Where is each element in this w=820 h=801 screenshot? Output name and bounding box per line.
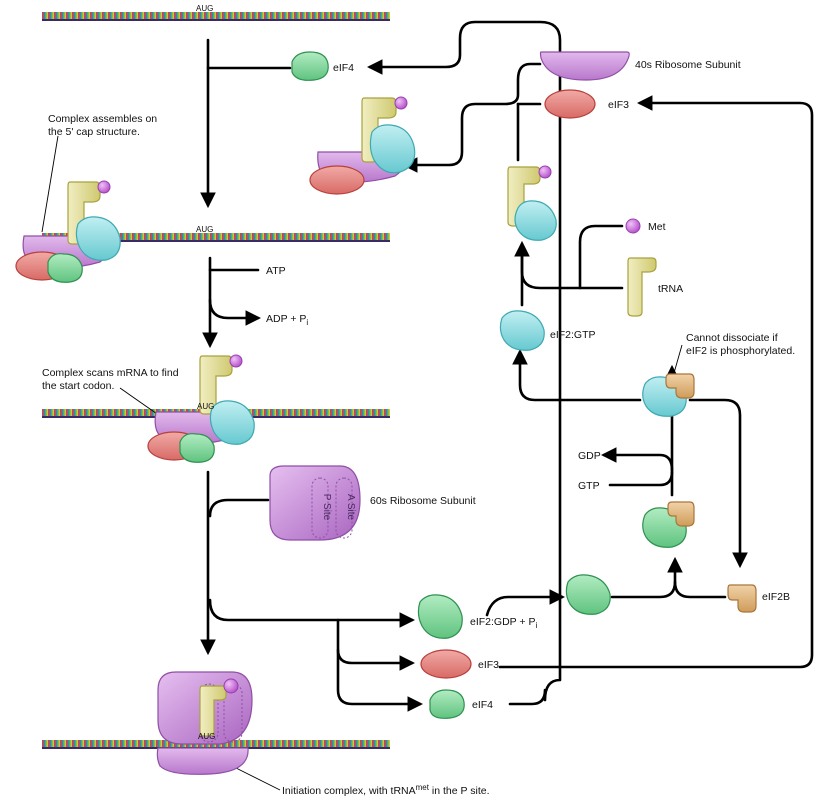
mrna-strand-top: AUG: [42, 4, 390, 21]
label-cannot-2: eIF2 is phosphorylated.: [686, 345, 795, 357]
arrow-to-eif4-release: [336, 648, 424, 712]
line-met: [578, 224, 624, 290]
label-trna: tRNA: [658, 283, 683, 295]
trna-free: [627, 257, 657, 317]
arrow-to-eif2gdp: [208, 598, 416, 628]
label-initiation: Initiation complex, with tRNAmet in the …: [282, 783, 490, 797]
arrow-eif4-recycle: [366, 20, 562, 702]
arrow-combine: [610, 556, 683, 599]
arrow-to-eif3-release: [336, 618, 416, 671]
aug-label-top: AUG: [196, 4, 213, 13]
line-60s-join: [208, 498, 270, 518]
label-eif2gtp: eIF2:GTP: [550, 329, 596, 341]
preinitiation-complex-upper: [309, 96, 416, 195]
eif2-gtp: [499, 310, 545, 351]
eif2-eif2b-join: [642, 501, 695, 548]
arrow-40s-complex: [401, 62, 542, 173]
a-site-label: A Site: [345, 494, 356, 521]
arrow-eif3-recycle: [498, 95, 814, 669]
label-cannot-1: Cannot dissociate if: [686, 332, 778, 344]
aug-label-3: AUG: [197, 402, 214, 411]
label-met: Met: [648, 221, 666, 233]
eif2b-free: [727, 584, 757, 613]
label-eif3-top: eIF3: [608, 99, 629, 111]
label-adp: ADP + Pi: [266, 313, 308, 327]
scanning-complex: AUG: [147, 354, 255, 463]
pointer-initiation: [235, 767, 281, 791]
label-scan-2: the start codon.: [42, 380, 114, 392]
label-eif4-top: eIF4: [333, 62, 354, 74]
line-gtp: [608, 470, 674, 487]
label-cap-2: the 5' cap structure.: [48, 126, 140, 138]
arrow-trna-to-eif2: [514, 240, 624, 290]
arrow-gdp-release: [485, 589, 566, 617]
initiation-complex: AUG: [156, 671, 253, 775]
line-eif2b-combine: [673, 580, 727, 599]
label-scan-1: Complex scans mRNA to find: [42, 367, 179, 379]
eif2-free: [565, 574, 611, 615]
label-eif2gdp: eIF2:GDP + Pi: [470, 616, 537, 630]
label-gtp: GTP: [578, 480, 600, 492]
met-amino-acid: [625, 218, 641, 234]
aug-label-bottom: AUG: [198, 732, 215, 741]
eif4-top: [291, 51, 329, 81]
arrow-gdp: [600, 447, 674, 472]
eif2-gdp: [417, 594, 463, 639]
arrow-adp: [208, 298, 262, 326]
eif3-bottom: [420, 649, 472, 679]
label-atp: ATP: [266, 265, 286, 277]
aug-label-2: AUG: [196, 225, 213, 234]
label-eif2b: eIF2B: [762, 591, 790, 603]
label-60s: 60s Ribosome Subunit: [370, 495, 476, 507]
label-40s: 40s Ribosome Subunit: [635, 59, 741, 71]
arrow-to-eif2gtp: [512, 348, 642, 402]
ternary-complex: [507, 165, 557, 241]
pointer-cap: [41, 135, 59, 233]
eif3-top: [544, 89, 596, 119]
line-eif4-out: [508, 688, 547, 706]
label-gdp: GDP: [578, 450, 601, 462]
eif4-bottom: [429, 689, 465, 719]
label-cap-1: Complex assembles on: [48, 113, 157, 125]
cap-complex: [15, 180, 121, 283]
label-eif3-bottom: eIF3: [478, 659, 499, 671]
ribosome-40s-top: [539, 51, 630, 81]
label-eif4-bottom: eIF4: [472, 699, 493, 711]
arrow-to-eif2b: [688, 398, 748, 569]
eif2-eif2b-complex: [642, 373, 695, 417]
ribosome-60s: P Site A Site: [269, 465, 361, 541]
p-site-label: P Site: [321, 494, 332, 521]
